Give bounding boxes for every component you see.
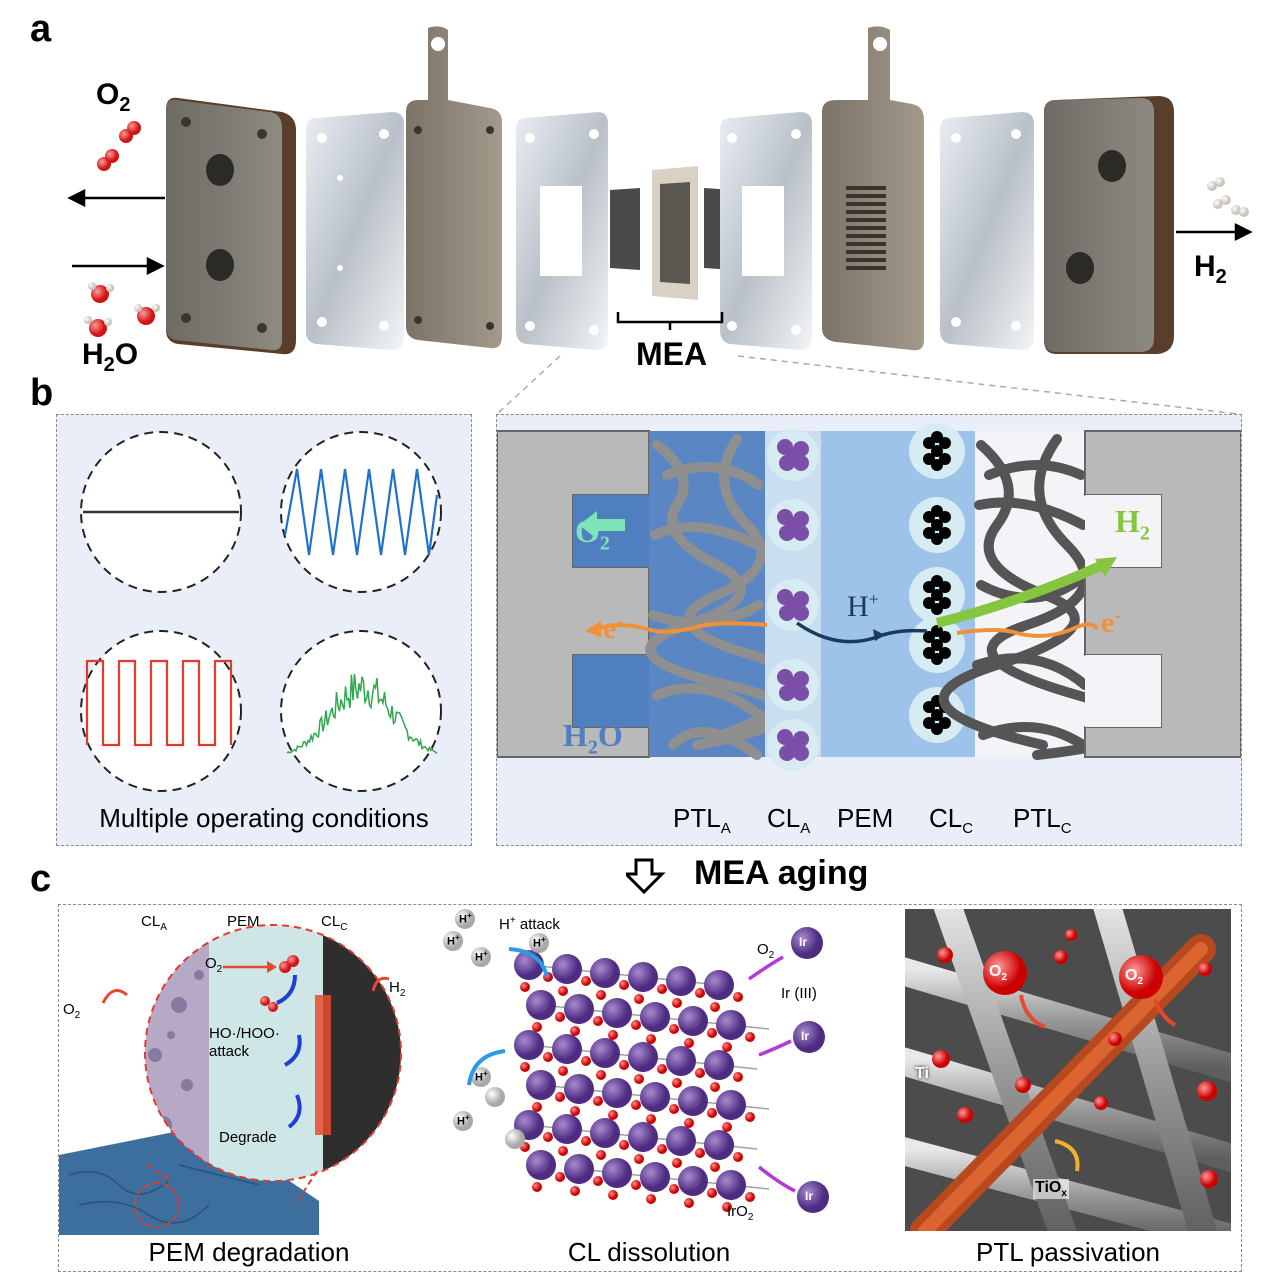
- pem-panel-h2: H2: [389, 979, 406, 999]
- proton-label: H+: [847, 589, 879, 623]
- electron-label-left: e-: [603, 611, 623, 645]
- mea-cross-section-box: O2 H2 H+ e- e- H2O PTLA CLA PEM CLC PTLC: [496, 414, 1242, 846]
- panel-c-letter: c: [30, 858, 52, 900]
- mea-cross-section: [497, 423, 1241, 771]
- aging-mechanisms-box: CLA PEM CLC O2 O2 H2 HO·/HOO· attack Deg…: [58, 904, 1242, 1272]
- current-collector-right: [822, 26, 924, 351]
- pem-panel-o2-in: O2: [205, 955, 223, 975]
- pem-panel-attack-2: attack: [209, 1043, 250, 1060]
- h2o-label-a: H2O: [82, 338, 139, 376]
- pem-panel-pem: PEM: [227, 913, 260, 930]
- h2o-molecules: [84, 282, 160, 337]
- layer-label-ptl-a: PTLA: [673, 803, 731, 838]
- dissolved-ir-spheres: [791, 927, 829, 1213]
- cl-panel-hattack: H+ attack: [499, 915, 560, 933]
- panel-a-letter: a: [30, 8, 52, 50]
- ptl-panel-tiox: TiOx: [1033, 1179, 1069, 1200]
- current-collector-left: [406, 26, 502, 349]
- o2-bubbles: [932, 929, 1218, 1188]
- gasket-2: [940, 112, 1034, 350]
- ptl-passivation-caption: PTL passivation: [975, 1237, 1161, 1267]
- pem-panel-o2-out: O2: [63, 1001, 81, 1021]
- pem-panel-attack-1: HO·/HOO·: [209, 1025, 280, 1042]
- cl-cathode-particles: [909, 423, 965, 743]
- cl-panel-ir3: Ir (III): [781, 985, 817, 1002]
- cl-panel-hplus-6: H+: [457, 1113, 470, 1128]
- right-end-plate: [1044, 96, 1174, 354]
- ptl-panel-o2-2: O2: [1125, 967, 1144, 988]
- h2-arrow: [935, 560, 1106, 628]
- electron-label-right: e-: [1101, 605, 1121, 639]
- anode-channel-bottom: [573, 655, 649, 727]
- pem-degradation-illustration: [59, 924, 402, 1235]
- fluctuating-condition-circle: [280, 630, 442, 792]
- membrane-fragment: [59, 1131, 319, 1235]
- layer-label-ptl-c: PTLC: [1013, 803, 1072, 838]
- panel-b-letter: b: [30, 372, 54, 414]
- mea-aging-label: MEA aging: [694, 854, 869, 892]
- pem-panel-degrade: Degrade: [219, 1129, 277, 1146]
- cl-panel-hplus-3: H+: [475, 949, 488, 964]
- layer-label-cl-c: CLC: [929, 803, 974, 838]
- o2-label-a: O2: [96, 78, 131, 116]
- h2-label-a: H2: [1194, 250, 1227, 288]
- cl-panel-ir-1: Ir: [799, 935, 808, 949]
- operating-conditions-caption: Multiple operating conditions: [99, 803, 429, 833]
- left-end-plate: [166, 97, 296, 355]
- cl-dissolution-caption: CL dissolution: [567, 1237, 731, 1267]
- layer-label-cl-a: CLA: [767, 803, 811, 838]
- pem-panel-clc: CLC: [321, 913, 348, 933]
- o2-label-b: O2: [575, 513, 610, 555]
- electron-arrow-left: [596, 621, 768, 634]
- h2-label-b: H2: [1115, 503, 1150, 545]
- cl-anode-particles: [767, 429, 819, 771]
- iro2-crystal: [514, 950, 770, 1212]
- pem-degradation-caption: PEM degradation: [148, 1237, 350, 1267]
- cl-panel-iro2: IrO2: [727, 1203, 754, 1223]
- gasket-1: [306, 112, 404, 350]
- fluctuating-wave: [286, 673, 438, 755]
- h2o-label-b: H2O: [563, 717, 623, 759]
- frame-gasket-anode: [516, 112, 608, 350]
- mea-components: [610, 166, 734, 300]
- operating-conditions-box: Multiple operating conditions: [56, 414, 472, 846]
- electrolyzer-exploded-view: [67, 26, 1253, 355]
- cl-panel-ir-2: Ir: [801, 1029, 810, 1043]
- flow-arrows: [67, 188, 1253, 276]
- operating-condition-circles: [80, 431, 442, 792]
- mea-label: MEA: [636, 336, 708, 372]
- zoom-lines: [496, 355, 1239, 415]
- o2-molecules: [97, 121, 141, 171]
- mea-bracket: [616, 312, 724, 330]
- cl-panel-hplus-5: H+: [475, 1069, 488, 1084]
- frame-gasket-cathode: [720, 112, 812, 350]
- aging-down-arrow: [626, 858, 666, 894]
- ptl-panel-ti: Ti: [915, 1065, 929, 1082]
- layer-label-pem: PEM: [837, 803, 894, 833]
- h2-molecules: [1207, 177, 1249, 217]
- cl-panel-hplus-4: H+: [533, 935, 546, 950]
- pem-panel-cla: CLA: [141, 913, 167, 933]
- ptl-passivation-illustration: [905, 909, 1231, 1231]
- cl-panel-o2: O2: [757, 941, 775, 961]
- proton-spheres: [443, 909, 549, 1149]
- ptl-panel-o2-1: O2: [989, 963, 1008, 984]
- cl-dissolution-illustration: [443, 909, 829, 1213]
- square-condition-circle: [80, 630, 242, 792]
- triangle-wave: [283, 468, 439, 556]
- cl-panel-hplus-2: H+: [447, 933, 460, 948]
- square-wave: [85, 659, 233, 747]
- layer-labels: PTLA CLA PEM CLC PTLC: [497, 803, 1241, 839]
- cl-panel-ir-3: Ir: [805, 1189, 814, 1203]
- electron-arrow-right: [956, 622, 1099, 638]
- cl-panel-hplus-1: H+: [459, 911, 472, 926]
- triangle-condition-circle: [280, 431, 442, 593]
